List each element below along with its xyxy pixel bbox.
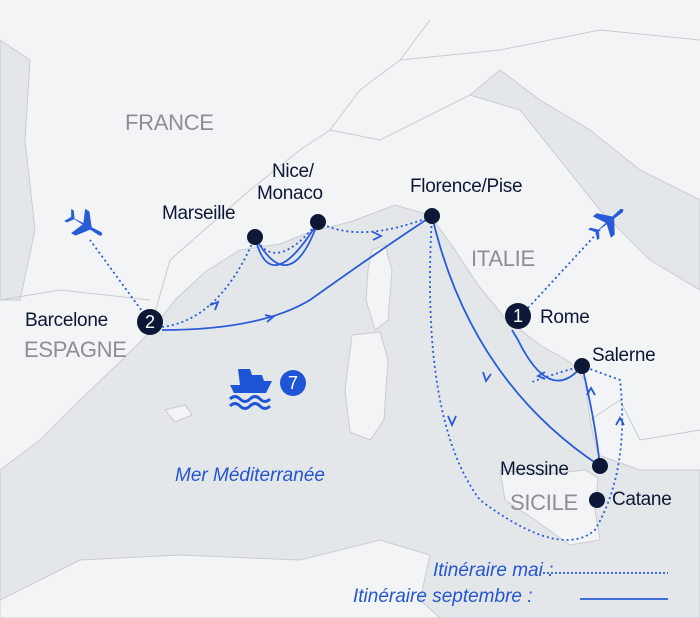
- port-badge-rome: 1: [505, 303, 531, 329]
- sardinia: [344, 331, 389, 441]
- port-messina: [592, 458, 608, 474]
- city-label-marseille: Marseille: [162, 203, 236, 224]
- city-label-catania: Catane: [612, 489, 672, 510]
- september-route: [161, 215, 601, 467]
- port-nice: [310, 214, 326, 230]
- bay-of-biscay: [0, 39, 36, 301]
- corsica: [365, 244, 393, 331]
- sea-label: Mer Méditerranée: [175, 465, 325, 486]
- port-badge-barcelona: 2: [137, 309, 163, 335]
- port-salerno: [574, 358, 590, 374]
- city-label-rome: Rome: [540, 307, 590, 328]
- country-label-france: FRANCE: [125, 110, 214, 135]
- adriatic-sea: [468, 69, 700, 291]
- port-florence: [424, 208, 440, 224]
- islands: [0, 244, 601, 618]
- country-label-italy: ITALIE: [471, 246, 535, 271]
- region-label-sicily: SICILE: [510, 490, 578, 515]
- port-marseille: [247, 229, 263, 245]
- legend-september-label: Itinéraire septembre :: [353, 586, 533, 607]
- route-arrows: [209, 231, 625, 428]
- city-label-nice-line1: Nice/: [272, 161, 314, 182]
- city-label-messina: Messine: [500, 459, 569, 480]
- country-label-spain: ESPAGNE: [24, 337, 127, 362]
- city-label-salerno: Salerne: [592, 345, 656, 366]
- legend-may-label: Itinéraire mai :: [433, 560, 554, 581]
- north-africa: [0, 539, 441, 618]
- borders: [0, 19, 700, 441]
- port-catania: [589, 492, 605, 508]
- plane-icon: [64, 208, 103, 236]
- city-label-nice-line2: Monaco: [257, 183, 323, 204]
- plane-icon: [588, 208, 624, 241]
- city-label-florence: Florence/Pise: [410, 176, 523, 197]
- balearics: [164, 404, 193, 423]
- cruise-nights-badge: 7: [280, 370, 306, 396]
- ship-icon: [228, 369, 272, 410]
- city-label-barcelona: Barcelone: [25, 310, 108, 331]
- port-dots: [247, 208, 608, 508]
